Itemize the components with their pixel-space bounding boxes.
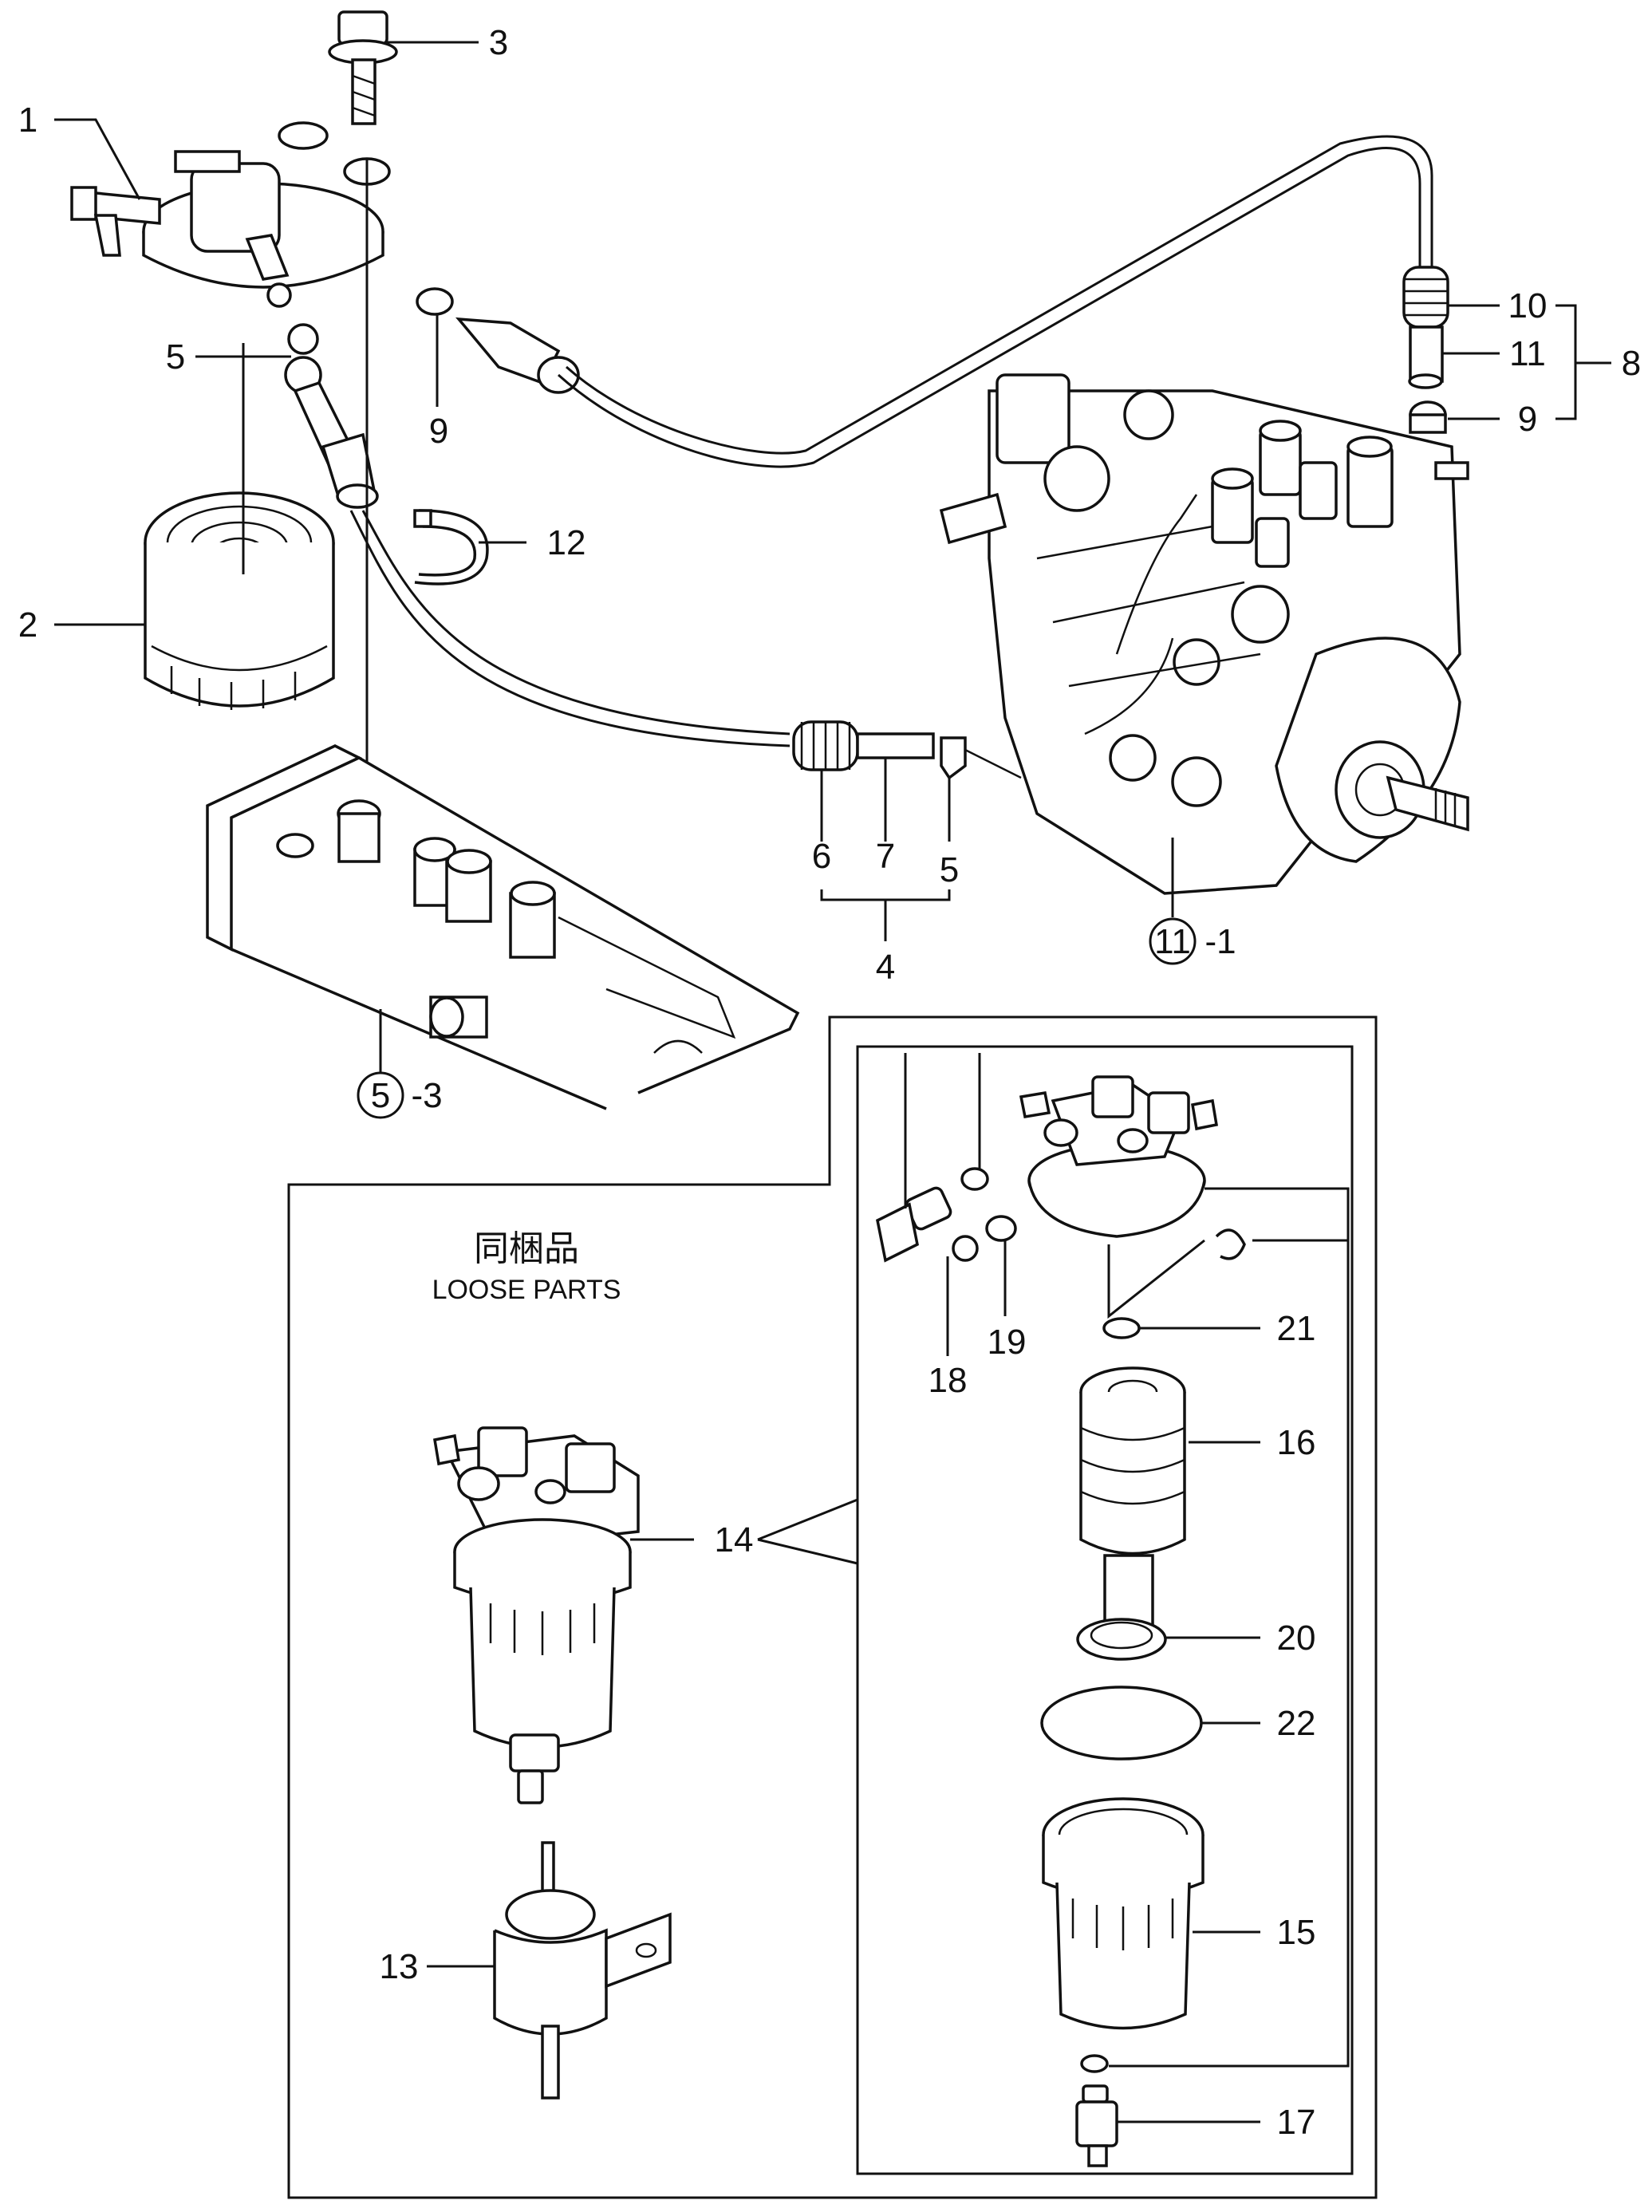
bolt-part xyxy=(328,10,398,125)
o-ring-part-small xyxy=(1080,2054,1109,2073)
filter-element-part xyxy=(144,491,335,710)
pump-ref-suffix: -1 xyxy=(1205,922,1236,961)
filter-bowl-part-15 xyxy=(1042,1797,1205,2030)
water-sensor-part-17 xyxy=(1075,2084,1118,2167)
callout-1: 1 xyxy=(18,101,37,140)
mounting-bracket xyxy=(206,744,800,1110)
hose-clip-part xyxy=(284,323,322,394)
fuel-hose-assembly-part xyxy=(792,720,1022,780)
callout-22: 22 xyxy=(1277,1704,1316,1743)
bracket-ref-suffix: -3 xyxy=(411,1076,442,1115)
callout-10: 10 xyxy=(1508,286,1548,325)
callout-9: 9 xyxy=(1518,400,1537,439)
ring-part-20 xyxy=(1076,1618,1167,1661)
callout-21: 21 xyxy=(1277,1309,1316,1348)
callout-19: 19 xyxy=(988,1323,1027,1362)
pump-ref-number: 11 xyxy=(1154,922,1191,961)
loose-parts-title-en: LOOSE PARTS xyxy=(432,1275,621,1305)
filter-head-exploded-part xyxy=(1019,1075,1219,1238)
callout-8: 8 xyxy=(1622,344,1641,383)
loose-parts-title-jp: 同梱品 xyxy=(474,1229,579,1268)
fuel-return-hose xyxy=(557,147,1421,468)
callout-18: 18 xyxy=(929,1361,968,1400)
o-ring-part-22 xyxy=(1040,1686,1203,1761)
retaining-ring-part xyxy=(1215,1228,1246,1260)
callout-15: 15 xyxy=(1277,1913,1316,1952)
callout-4: 4 xyxy=(876,948,895,987)
inline-fuel-filter-part xyxy=(493,1841,672,2100)
callout-14: 14 xyxy=(715,1520,754,1559)
callout-5: 5 xyxy=(940,850,959,889)
loose-parts-frame xyxy=(287,1015,1378,2199)
screw-part-18 xyxy=(952,1235,979,1262)
fuel-feed-hose xyxy=(361,510,791,735)
callout-5: 5 xyxy=(166,337,185,377)
callout-7: 7 xyxy=(876,837,895,876)
filter-element-part-16 xyxy=(1079,1366,1186,1653)
callout-12: 12 xyxy=(547,523,586,562)
bracket-reference: 5 -3 xyxy=(357,1071,443,1119)
pump-reference: 11 -1 xyxy=(1149,917,1236,965)
hose-clip-part xyxy=(416,287,454,316)
callout-13: 13 xyxy=(380,1947,419,1986)
o-ring-part-21 xyxy=(1102,1317,1141,1339)
callout-17: 17 xyxy=(1277,2103,1316,2142)
callout-6: 6 xyxy=(812,837,831,876)
callout-2: 2 xyxy=(18,605,37,645)
callout-20: 20 xyxy=(1277,1619,1316,1658)
fuel-injection-pump xyxy=(939,373,1469,895)
bracket-ref-number: 5 xyxy=(371,1076,390,1115)
fuel-feed-hose xyxy=(349,510,791,747)
callout-3: 3 xyxy=(489,23,508,62)
exploded-view-frame xyxy=(856,1045,1354,2175)
fuel-return-hose xyxy=(566,135,1433,455)
assembled-fuel-filter-part xyxy=(432,1426,640,1804)
return-hose-end-part xyxy=(1402,266,1449,434)
leader-lines xyxy=(54,41,1611,2123)
air-bleed-screw-part xyxy=(876,1186,952,1263)
washer-part-19 xyxy=(985,1215,1017,1242)
callout-9: 9 xyxy=(429,412,448,451)
band-clamp-part xyxy=(413,509,489,586)
callout-11: 11 xyxy=(1509,334,1546,373)
fuel-filter-head-part xyxy=(70,121,391,308)
callout-16: 16 xyxy=(1277,1423,1316,1462)
o-ring-part xyxy=(960,1167,989,1191)
